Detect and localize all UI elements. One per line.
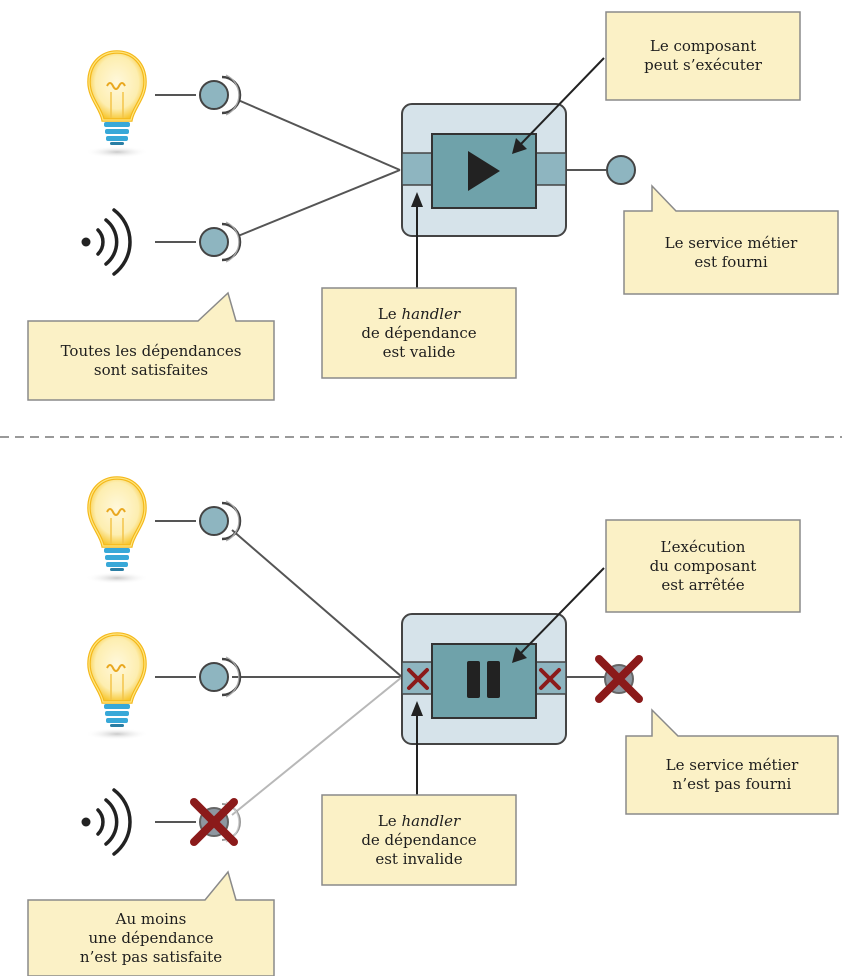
callout-line: est invalide <box>375 849 463 868</box>
wireless-signal-icon <box>79 208 132 276</box>
cross-icon <box>190 798 238 846</box>
required-port-2 <box>199 656 242 698</box>
required-port-1 <box>199 500 242 542</box>
callout-component-stopped: L’exécution du composant est arrêtée <box>606 520 800 612</box>
callout-line: est fourni <box>694 252 768 271</box>
callout-line: sont satisfaites <box>93 360 209 379</box>
wireless-signal-icon <box>79 788 132 856</box>
callout-line: une dépendance <box>88 928 214 947</box>
top-scenario <box>27 11 839 401</box>
callout-emphasis: handler <box>401 811 461 830</box>
bottom-wires <box>155 520 606 823</box>
required-port-2 <box>199 221 242 263</box>
callout-emphasis: handler <box>401 304 461 323</box>
provided-service-port-disabled <box>595 655 643 703</box>
bottom-scenario <box>27 476 839 976</box>
callout-component-runs: Le composant peut s’exécuter <box>606 12 800 100</box>
required-port-1 <box>199 74 242 116</box>
callout-line: est arrêtée <box>661 575 745 594</box>
callout-dependency-unsatisfied: Au moins une dépendance n’est pas satisf… <box>28 900 274 976</box>
callout-line: de dépendance <box>361 830 477 849</box>
callout-line: est valide <box>382 342 456 361</box>
callout-line: Le service métier <box>665 756 799 774</box>
play-icon <box>468 151 500 191</box>
callout-line: L’exécution <box>660 537 746 556</box>
callout-line: Le composant <box>649 37 757 55</box>
callout-line: Toutes les dépendances <box>60 341 242 360</box>
callout-line: n’est pas satisfaite <box>79 947 223 966</box>
lightbulb-icon <box>83 632 151 742</box>
callout-prefix: Le <box>377 304 402 323</box>
callout-line: Au moins <box>115 909 187 928</box>
callout-line: Le service métier <box>664 233 798 252</box>
callout-line: Le handler <box>378 812 460 831</box>
callout-service-not-provided: Le service métier n’est pas fourni <box>626 736 838 814</box>
callout-line: de dépendance <box>361 323 477 342</box>
callout-service-provided: Le service métier est fourni <box>624 211 838 294</box>
bottom-callout-shapes <box>27 519 839 976</box>
lightbulb-icon <box>83 50 151 160</box>
callout-line: du composant <box>649 556 757 575</box>
cross-icon <box>539 668 561 690</box>
callout-handler-valid: Le handler de dépendance est valide <box>322 288 516 378</box>
lightbulb-icon <box>83 476 151 586</box>
top-arrows <box>411 57 605 288</box>
callout-line: peut s’exécuter <box>644 56 762 74</box>
cross-icon <box>407 668 429 690</box>
cross-icon <box>595 655 643 703</box>
provided-service-port <box>606 155 636 185</box>
top-callout-shapes <box>27 11 839 401</box>
callout-line: n’est pas fourni <box>672 775 792 793</box>
required-port-3-unsatisfied <box>190 798 241 846</box>
callout-line: Le handler <box>378 305 460 324</box>
bottom-arrows <box>411 567 605 795</box>
callout-prefix: Le <box>377 811 402 830</box>
callout-handler-invalid: Le handler de dépendance est invalide <box>322 795 516 885</box>
pause-icon <box>467 661 500 698</box>
top-wires <box>155 94 606 243</box>
callout-dependencies-satisfied: Toutes les dépendances sont satisfaites <box>28 321 274 400</box>
component-container <box>401 613 567 745</box>
